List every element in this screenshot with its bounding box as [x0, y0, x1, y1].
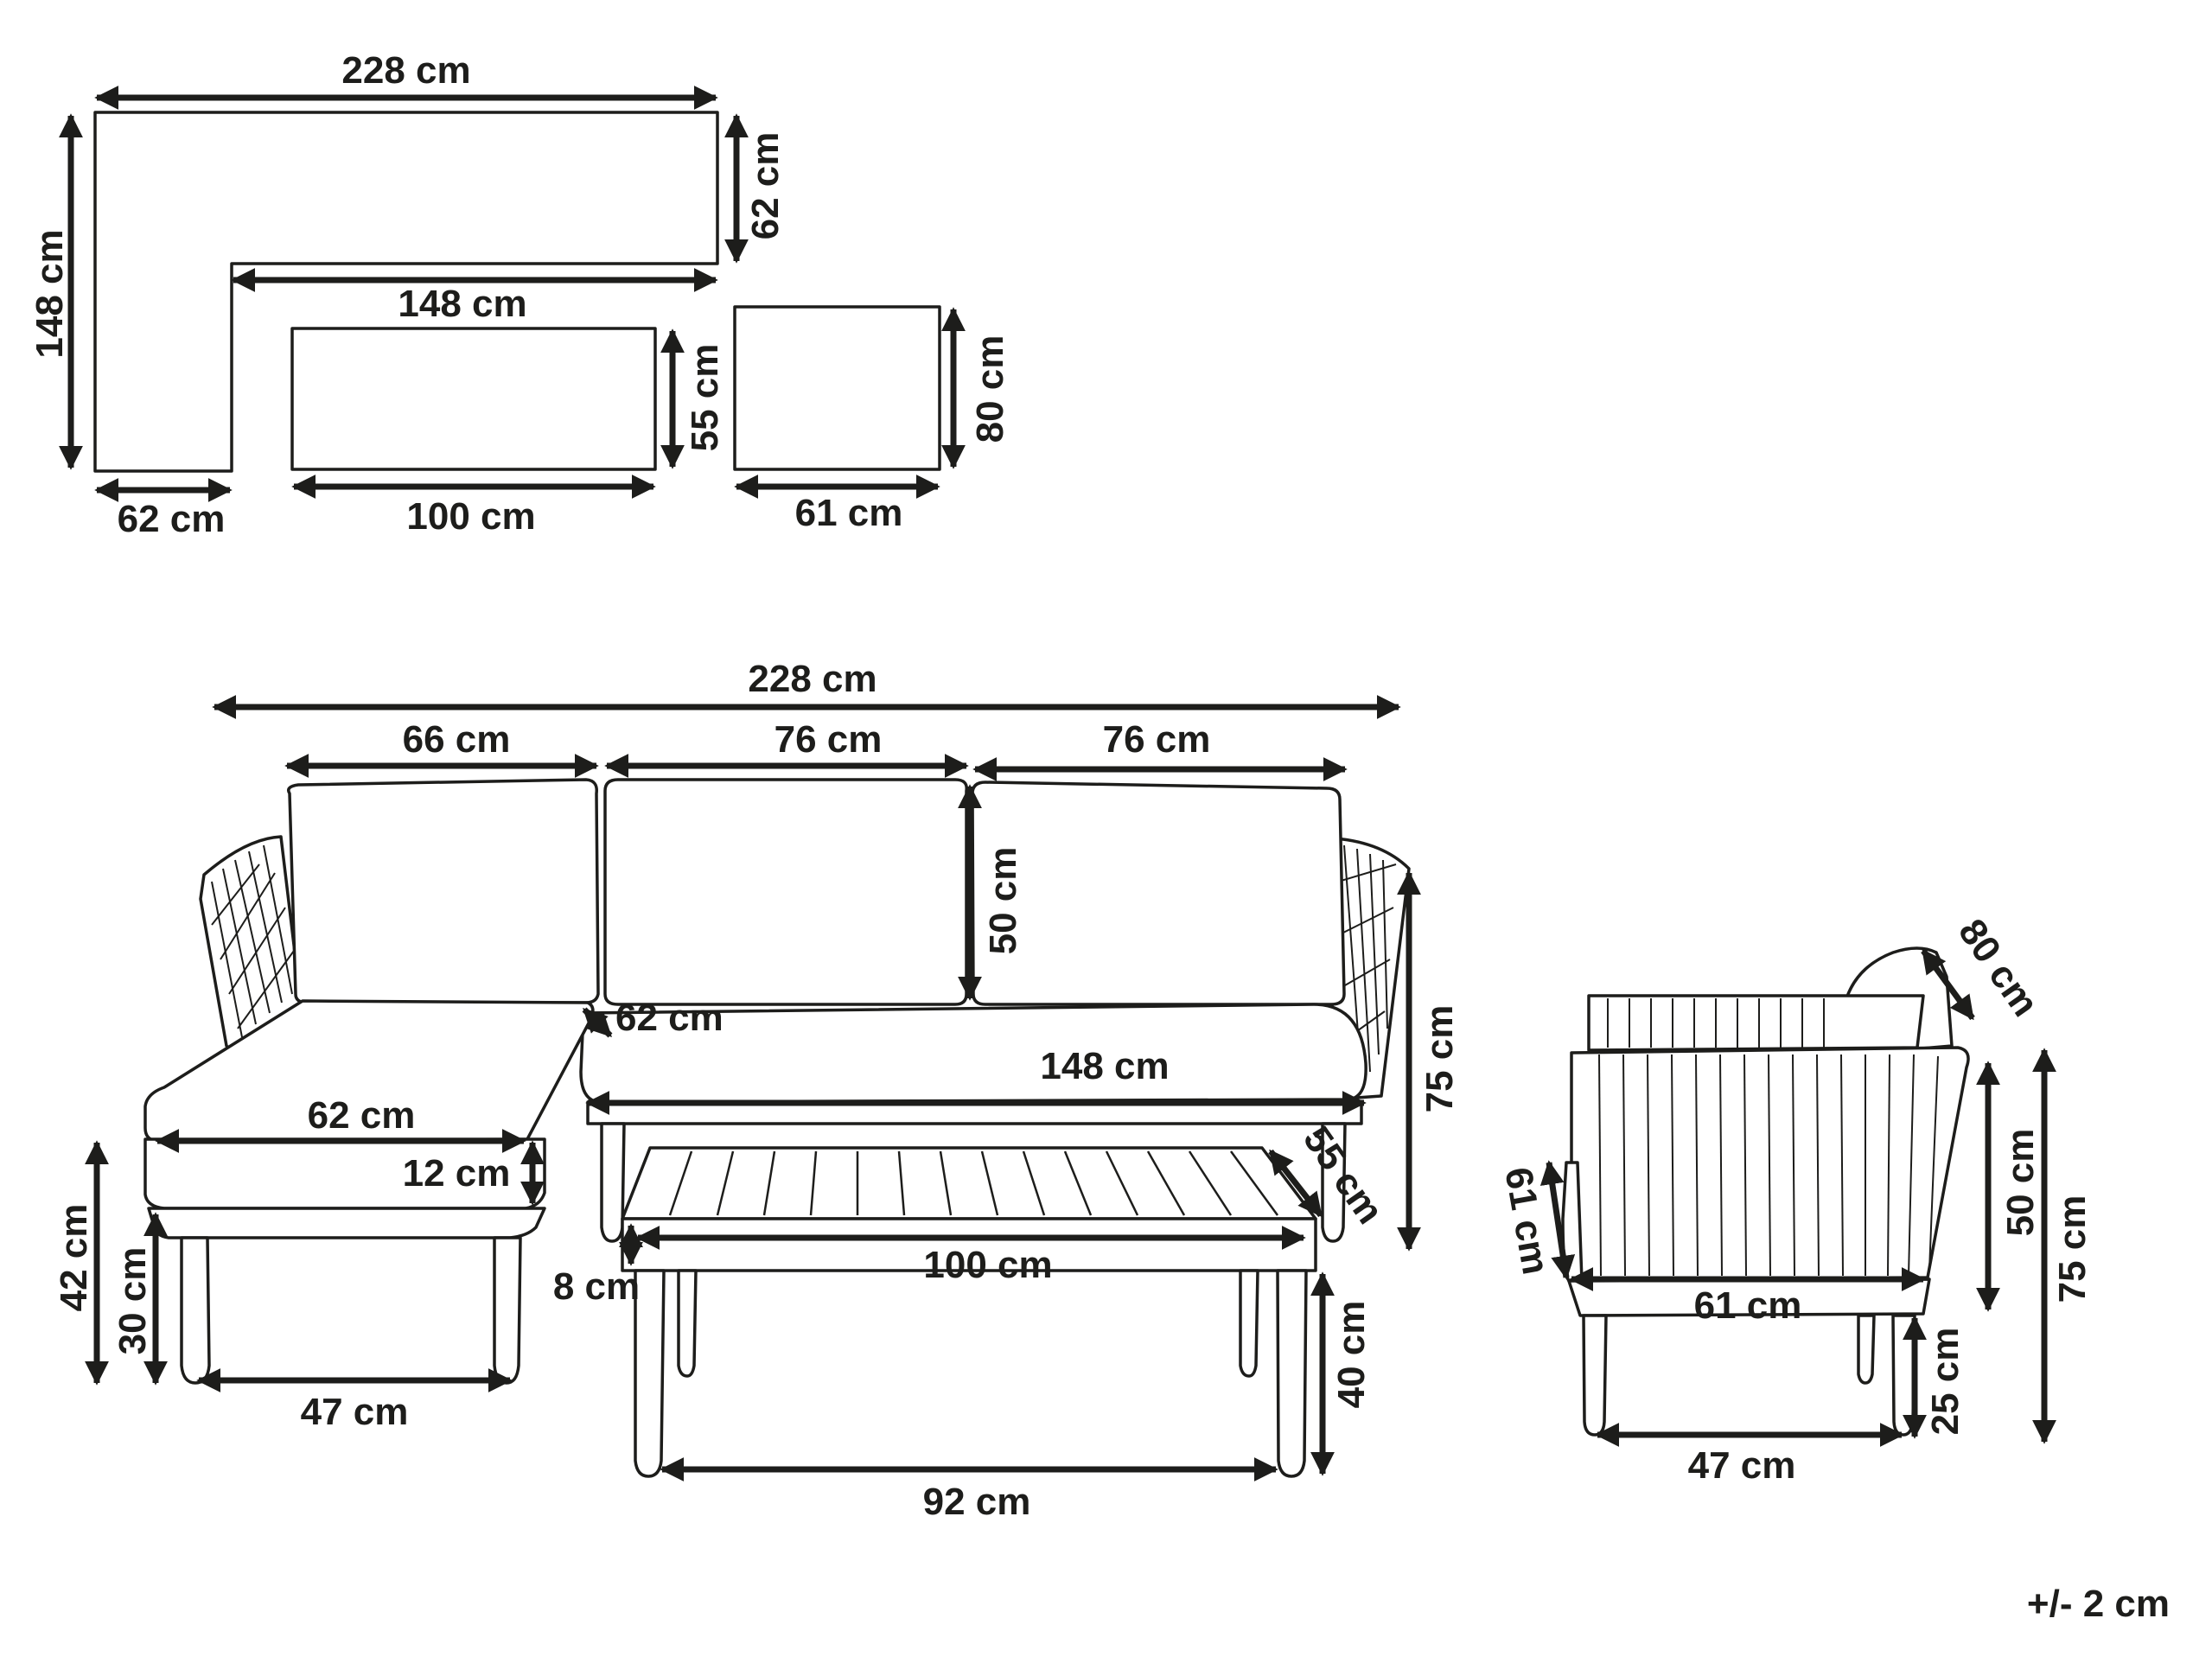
- front-view: 228 cm 66 cm 76 cm 76 cm 50 cm 62 cm 148…: [53, 658, 1461, 1523]
- label-table-top: 8 cm: [553, 1265, 640, 1308]
- label-chaise-height: 42 cm: [53, 1204, 95, 1312]
- label-chaise-depth: 62 cm: [308, 1094, 416, 1137]
- chair-leg-front: [1582, 1314, 1608, 1437]
- label-table-width: 100 cm: [923, 1244, 1052, 1286]
- table-leg-back-right: [1239, 1269, 1259, 1378]
- dim-line-chair-depth-diag: [1921, 948, 1975, 1021]
- sofa-plan-outline: [93, 111, 719, 473]
- label-tolerance: +/- 2 cm: [2027, 1583, 2170, 1625]
- dim-line-table-depth: [1268, 1149, 1323, 1218]
- label-front-section-right: 76 cm: [1103, 718, 1211, 761]
- label-top-right-depth: 62 cm: [744, 132, 787, 240]
- label-top-left-width: 62 cm: [118, 498, 226, 540]
- back-cushion-left: [287, 778, 600, 1004]
- label-chair-depth-side: 61 cm: [1496, 1164, 1557, 1278]
- label-top-width: 228 cm: [341, 49, 470, 92]
- right-rope-pattern: [1337, 844, 1397, 1081]
- label-sofa-height: 75 cm: [1418, 1005, 1461, 1113]
- label-chair-back: 50 cm: [1999, 1129, 2042, 1237]
- label-sofa-seat-width: 148 cm: [1040, 1045, 1169, 1087]
- label-top-table-width: 100 cm: [406, 495, 535, 538]
- sofa-seat-cushion: [579, 1003, 1367, 1104]
- table-top-surface: [621, 1146, 1317, 1220]
- label-top-height: 148 cm: [29, 229, 71, 358]
- table-leg-front-right: [1276, 1269, 1308, 1478]
- chair-leg-back: [1891, 1314, 1916, 1437]
- label-front-section-mid: 76 cm: [775, 718, 883, 761]
- chair-plan-outline: [733, 305, 941, 471]
- label-seat-height: 30 cm: [112, 1247, 154, 1355]
- back-cushion-middle: [603, 778, 968, 1006]
- label-chair-width: 61 cm: [1694, 1284, 1802, 1327]
- chair-back-ropes: [1607, 998, 1825, 1048]
- label-sofa-depth: 62 cm: [615, 997, 724, 1039]
- label-table-legs: 92 cm: [923, 1481, 1031, 1523]
- sofa-leg-left: [600, 1122, 626, 1243]
- left-rope-pattern: [211, 844, 295, 1038]
- label-chair-height: 75 cm: [2051, 1195, 2094, 1303]
- chair-body-ropes: [1598, 1054, 1939, 1277]
- label-top-table-depth: 55 cm: [684, 344, 726, 452]
- label-front-section-left: 66 cm: [403, 718, 511, 761]
- chair-back-frame: [1587, 994, 1925, 1052]
- dim-line-chair-depth-side: [1539, 1160, 1576, 1280]
- label-front-total: 228 cm: [748, 658, 877, 700]
- label-back-height: 50 cm: [982, 847, 1024, 955]
- table-leg-back-left: [677, 1269, 698, 1378]
- label-top-chair-depth: 80 cm: [969, 335, 1011, 443]
- label-chair-seat: 25 cm: [1924, 1328, 1967, 1436]
- table-plan-outline: [290, 327, 657, 471]
- chaise-frame: [147, 1207, 546, 1239]
- label-table-height: 40 cm: [1330, 1301, 1373, 1409]
- label-top-chair-width: 61 cm: [795, 492, 903, 534]
- chaise-leg-left: [180, 1236, 211, 1385]
- label-top-inner-width: 148 cm: [398, 283, 526, 325]
- label-chair-legs: 47 cm: [1688, 1444, 1796, 1487]
- back-cushion-right: [971, 781, 1346, 1006]
- chaise-leg-right: [493, 1236, 522, 1385]
- dim-line-sofa-depth: [582, 1007, 613, 1038]
- label-chaise-legs: 47 cm: [301, 1391, 409, 1433]
- label-cushion-thickness: 12 cm: [403, 1152, 511, 1195]
- sofa-leg-right: [1321, 1122, 1347, 1243]
- top-view: 228 cm 148 cm 62 cm 148 cm 62 cm 100 cm …: [29, 49, 1011, 540]
- chair-leg-mid: [1857, 1314, 1876, 1385]
- side-view: 80 cm 61 cm 61 cm 50 cm 75 cm 25 cm 47 c…: [1496, 912, 2094, 1487]
